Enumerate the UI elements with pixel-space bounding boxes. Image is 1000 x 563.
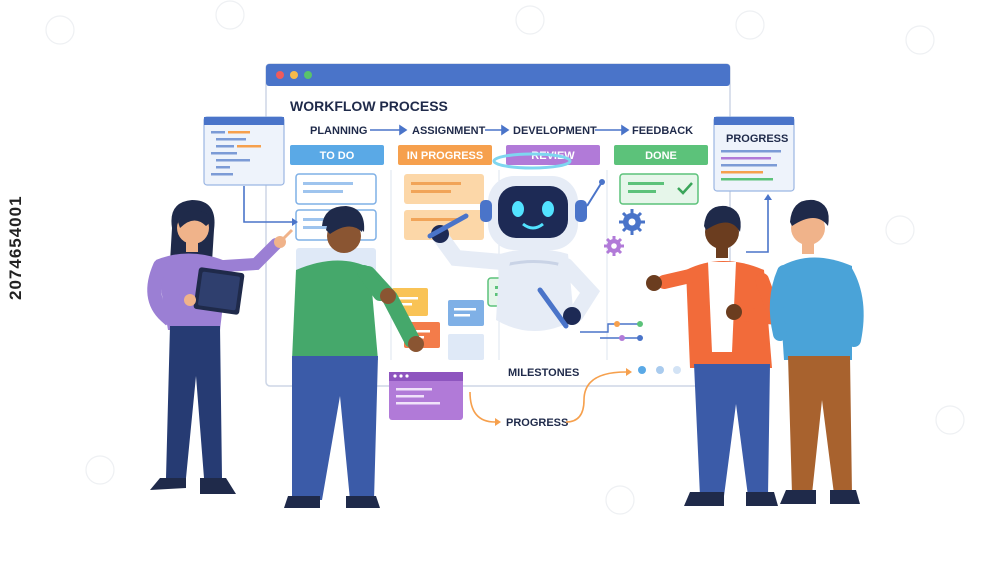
column-in-progress-label: IN PROGRESS — [407, 150, 483, 162]
person-man-blue — [769, 199, 864, 504]
column-todo-label: TO DO — [320, 150, 355, 162]
milestones-label: MILESTONES — [508, 367, 579, 379]
person-man-orange — [646, 205, 787, 506]
stage-assignment: ASSIGNMENT — [412, 125, 486, 137]
column-todo: TO DO — [290, 145, 384, 165]
window-min-dot — [290, 71, 298, 79]
person-man-green — [284, 206, 424, 508]
column-done-label: DONE — [645, 150, 677, 162]
column-done: DONE — [614, 145, 708, 165]
watermark-pattern — [45, 0, 965, 515]
check-icon — [677, 182, 693, 195]
progress-label: PROGRESS — [506, 417, 568, 429]
milestone-dots — [638, 366, 681, 374]
window-max-dot — [304, 71, 312, 79]
progress-panel-title: PROGRESS — [726, 133, 788, 145]
mini-window — [389, 372, 463, 420]
person-woman-tablet — [147, 200, 294, 494]
done-card — [619, 173, 699, 205]
progress-panel: PROGRESS — [713, 116, 795, 253]
window-close-dot — [276, 71, 284, 79]
stage-arrows — [370, 124, 630, 136]
board-title: WORKFLOW PROCESS — [290, 98, 448, 114]
gear-icon — [604, 236, 624, 256]
stage-development: DEVELOPMENT — [513, 125, 597, 137]
code-panel — [203, 116, 298, 226]
column-in-progress: IN PROGRESS — [398, 145, 492, 165]
todo-card — [295, 173, 377, 205]
in-progress-card — [404, 174, 484, 204]
watermark-id: 2074654001 — [6, 195, 25, 300]
robot-assistant — [427, 152, 605, 331]
stage-feedback: FEEDBACK — [632, 125, 693, 137]
gear-icon — [619, 209, 645, 235]
stage-planning: PLANNING — [310, 125, 367, 137]
